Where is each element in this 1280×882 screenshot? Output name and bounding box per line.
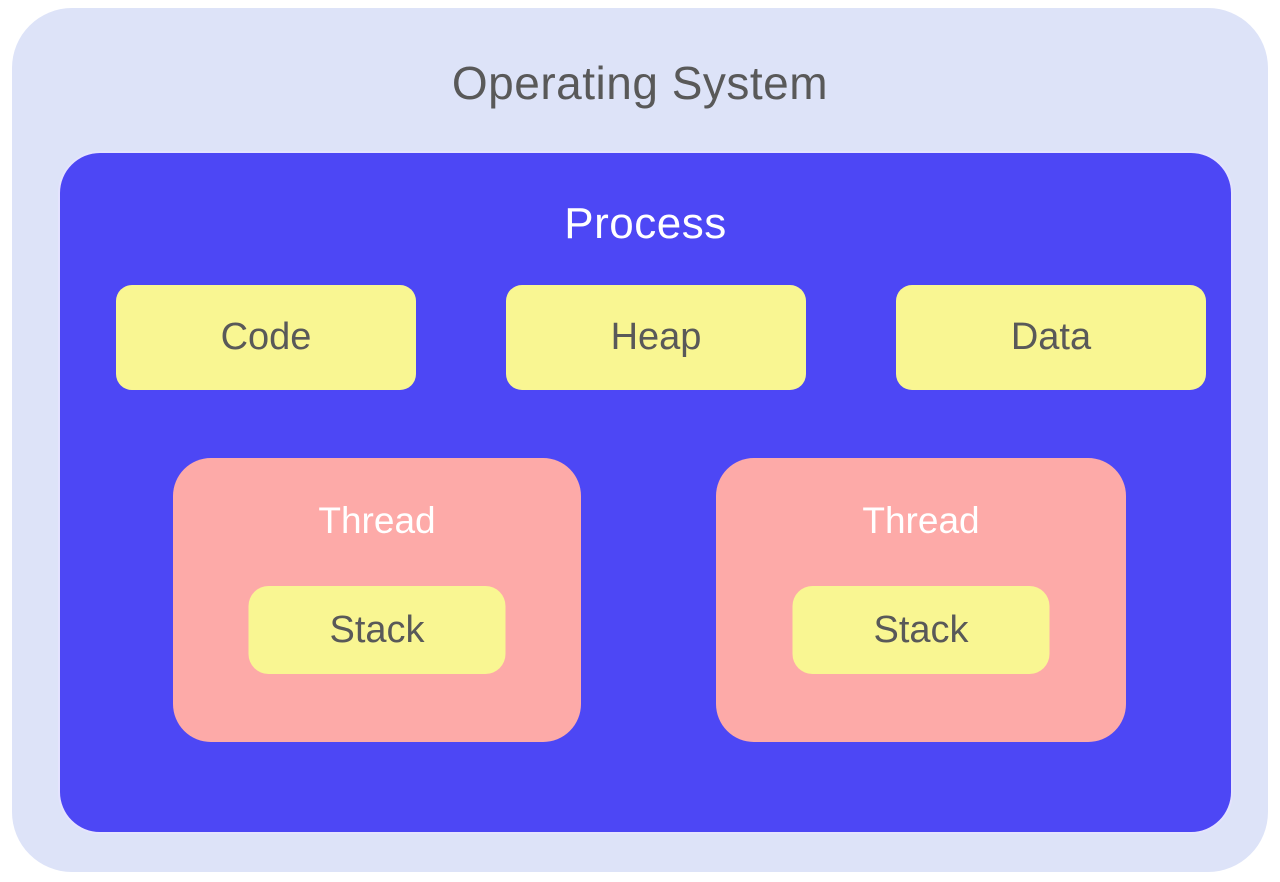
- operating-system-label: Operating System: [451, 57, 829, 109]
- thread-box-2: Thread Stack: [716, 458, 1126, 742]
- process-box: Process Code Heap Data Thread Stack Thre…: [58, 151, 1233, 834]
- operating-system-box: Operating System Process Code Heap Data …: [12, 8, 1268, 872]
- thread-1-stack-box: Stack: [248, 586, 506, 674]
- thread-2-label: Thread: [862, 500, 980, 541]
- thread-2-stack-box: Stack: [792, 586, 1050, 674]
- heap-section-box: Heap: [506, 285, 806, 390]
- process-label: Process: [564, 199, 727, 248]
- code-section-box: Code: [116, 285, 416, 390]
- data-section-box: Data: [896, 285, 1206, 390]
- thread-box-1: Thread Stack: [173, 458, 581, 742]
- thread-1-label: Thread: [318, 500, 436, 541]
